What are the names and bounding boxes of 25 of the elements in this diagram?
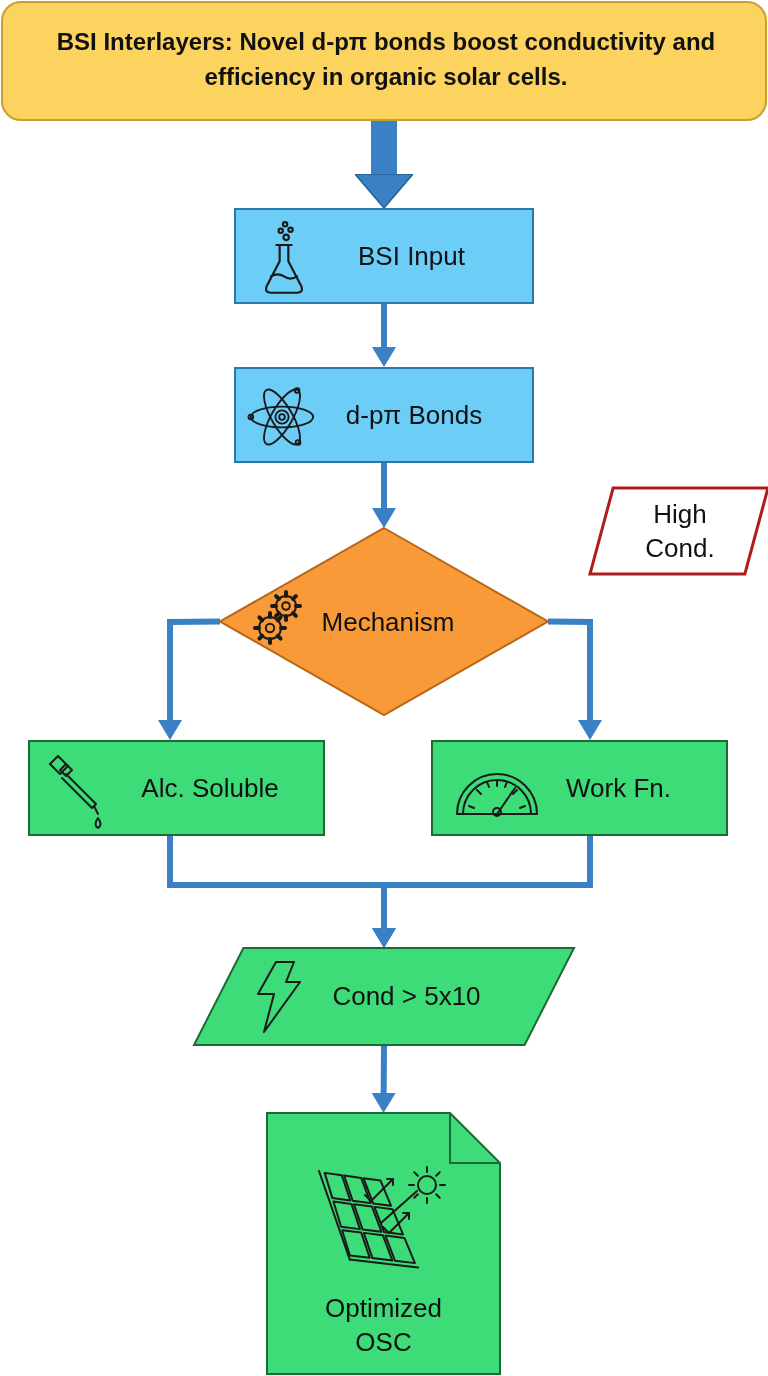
node-label: High Cond.	[644, 498, 716, 565]
process-box	[431, 740, 728, 836]
arrow	[371, 1044, 396, 1113]
title-text: BSI Interlayers: Novel d-pπ bonds boost conductivity and efficiency in organic solar cells.	[55, 27, 717, 92]
node-label: Optimized OSC	[323, 1292, 443, 1359]
node-label: Cond > 5x10	[331, 980, 482, 1013]
process-box	[28, 740, 325, 836]
arrow	[158, 618, 221, 740]
node-label: BSI Input	[357, 240, 466, 273]
process-box	[234, 208, 534, 304]
arrow	[547, 618, 602, 740]
node-label: Mechanism	[320, 606, 456, 639]
document-shape	[267, 1113, 500, 1374]
decision-diamond	[220, 528, 548, 715]
process-box	[234, 367, 534, 463]
arrow	[354, 121, 414, 209]
data-parallelogram	[194, 948, 574, 1045]
title-banner	[1, 1, 767, 121]
arrow	[372, 463, 396, 528]
data-parallelogram	[590, 488, 768, 574]
arrow	[372, 836, 593, 948]
node-label: Work Fn.	[565, 772, 672, 805]
arrow	[372, 304, 396, 367]
node-label: Alc. Soluble	[140, 772, 280, 805]
node-label: d-pπ Bonds	[344, 399, 484, 432]
